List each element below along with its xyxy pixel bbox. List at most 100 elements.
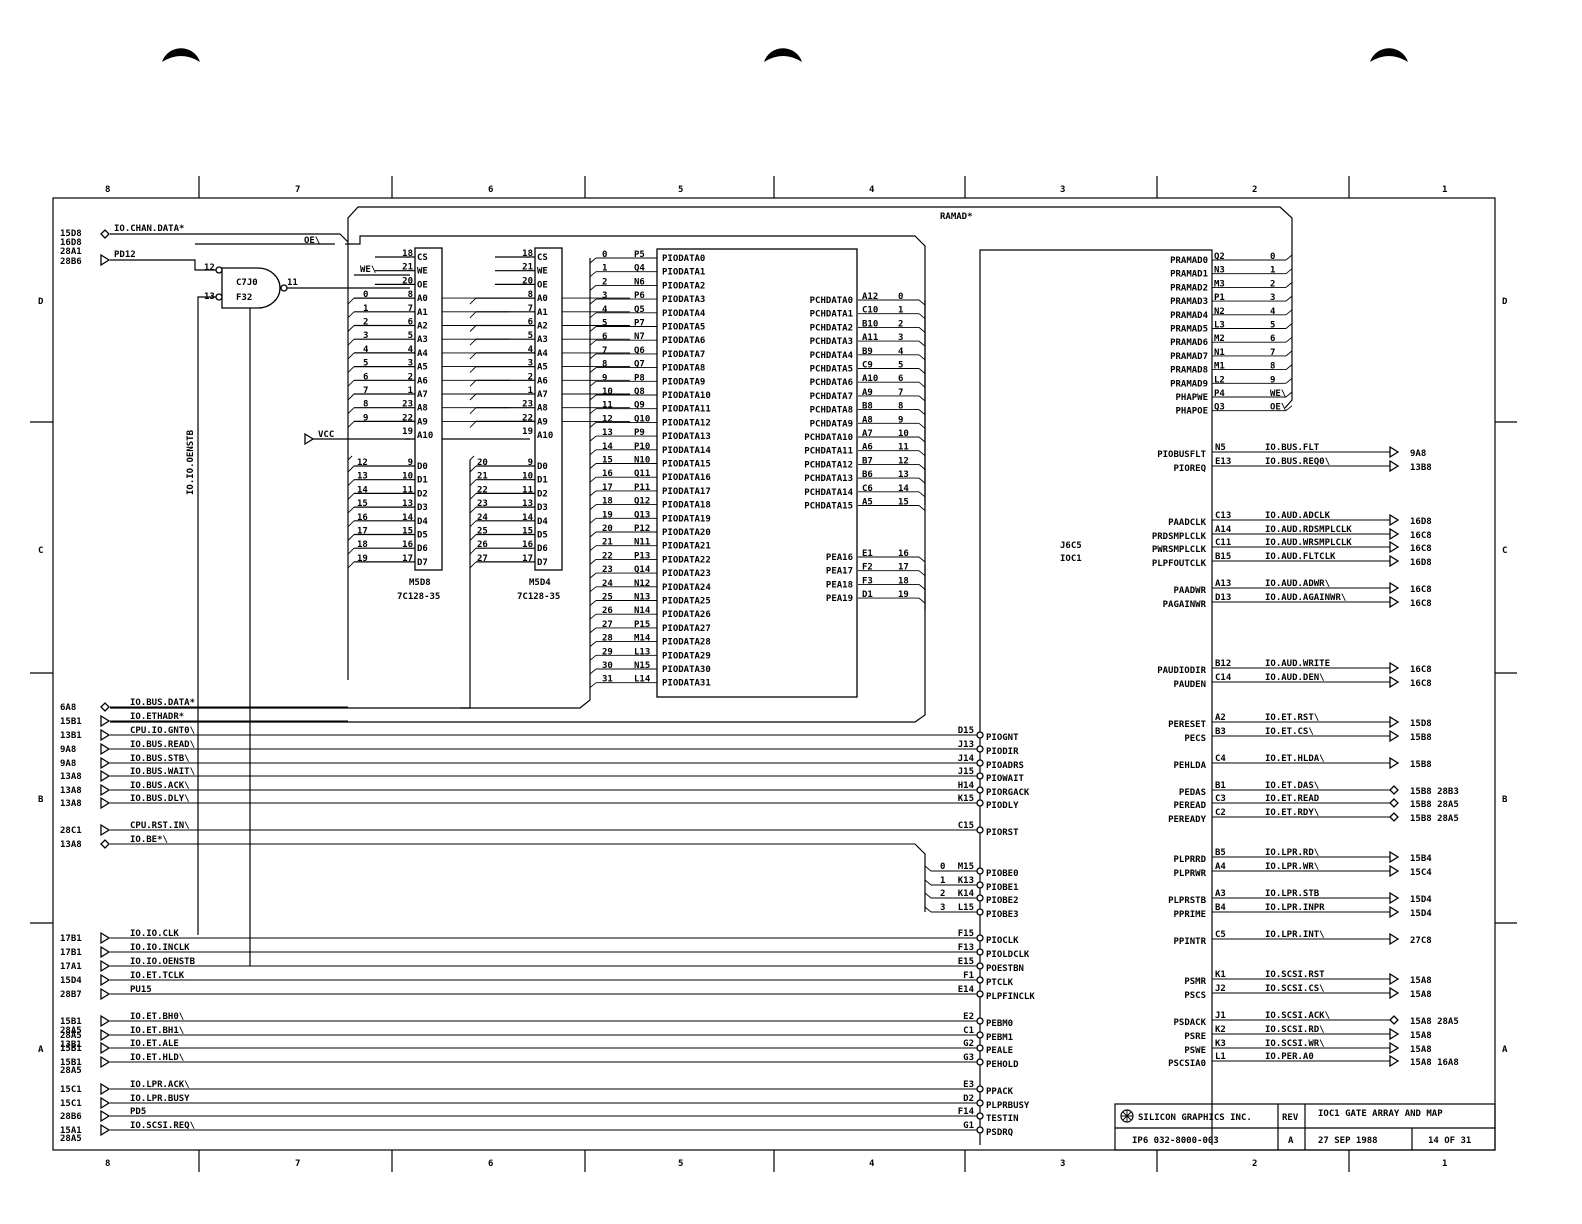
pio-bit: 27 (602, 620, 613, 630)
column-label-7: 7 (295, 1159, 300, 1169)
bidir-port-diamond (100, 839, 110, 849)
gate-pin-a: 12 (204, 263, 215, 273)
pio-bit: 4 (602, 305, 608, 315)
bus-entry (469, 366, 477, 373)
inversion-bubble (976, 1044, 984, 1052)
pramad-bit: 9 (1270, 375, 1275, 385)
net-name: IO.ET.RST\ (1265, 713, 1319, 723)
ram-pin-number: 15 (402, 527, 413, 537)
ram-pin-name: A10 (417, 431, 433, 441)
pchdata-pin: A5 (862, 498, 873, 508)
bus-entry (918, 313, 926, 320)
ioc1-pin: F13 (958, 943, 974, 953)
pramad-name: PRAMAD3 (1170, 297, 1208, 307)
ram-pin-number: 15 (522, 527, 533, 537)
ioc1-pin: K3 (1215, 1039, 1226, 1049)
ioc1-pin: B3 (1215, 727, 1226, 737)
ram-pin-name: D6 (537, 544, 548, 554)
pea-bit: 16 (898, 549, 909, 559)
pio-signal: PIODATA12 (662, 418, 711, 428)
ram-pin-name: CS (537, 253, 548, 263)
offsheet-ref: 15D4 (1410, 909, 1432, 919)
ioc1-port: PEREADY (1168, 815, 1207, 825)
ioc1-pin: N5 (1215, 443, 1226, 453)
pramad-name: PRAMAD9 (1170, 379, 1208, 389)
piobe-port: PIOBE1 (986, 883, 1019, 893)
bus-entry (589, 326, 597, 332)
pramad-bit: 3 (1270, 293, 1275, 303)
pchdata-name: PCHDATA2 (810, 323, 853, 333)
ram-pin-name: A7 (537, 390, 548, 400)
ioc1-pin: F1 (963, 971, 974, 981)
ram-pin-number: 3 (408, 359, 413, 369)
ioc1-port: PERESET (1168, 720, 1207, 730)
inversion-bubble (976, 1017, 984, 1025)
pio-pin: Q9 (634, 401, 645, 411)
ioc1-port: PLPRWR (1173, 869, 1206, 879)
ioc1-pin: E14 (958, 985, 975, 995)
net-name: IO.ET.ALE (130, 1039, 179, 1049)
ioc1-pin: J1 (1215, 1011, 1226, 1021)
pio-signal: PIODATA10 (662, 391, 711, 401)
offsheet-ref: 15B8 28A5 (1410, 800, 1459, 810)
bus-entry (1285, 364, 1293, 370)
net-name: IO.LPR.BUSY (130, 1094, 190, 1104)
offsheet-ref: 16C8 (1410, 544, 1432, 554)
pchdata-pin: B9 (862, 347, 873, 357)
bus-entry (918, 477, 926, 484)
bus-entry (1285, 350, 1293, 357)
ram-bus-bit: 22 (477, 485, 488, 495)
pio-signal: PIODATA4 (662, 309, 706, 319)
drawing-number: IP6 032-8000-003 (1132, 1136, 1219, 1146)
output-port-arrow (1389, 1041, 1400, 1055)
ram-pin-name: A2 (537, 322, 548, 332)
output-port-arrow (1389, 513, 1400, 527)
net-name: IO.SCSI.RD\ (1265, 1025, 1325, 1035)
pchdata-pin: C9 (862, 361, 873, 371)
bidir-port-diamond (100, 702, 110, 712)
ram-pin-number: 21 (522, 263, 533, 273)
bus-entry (589, 476, 597, 483)
offsheet-ref: 15C1 (60, 1085, 82, 1095)
we-net-label: WE\ (360, 265, 376, 275)
ram-bus-bit: 6 (363, 372, 368, 382)
inversion-bubble (976, 934, 984, 942)
column-label-2: 2 (1252, 185, 1257, 195)
ioc1-port: PIOREQ (1173, 464, 1206, 474)
output-port-arrow (1389, 986, 1400, 1000)
offsheet-ref: 15B1 (60, 1044, 82, 1054)
ioc1-port: PSCS (1184, 991, 1206, 1001)
pio-bit: 0 (602, 250, 607, 260)
pio-bit: 1 (602, 264, 607, 274)
output-port-arrow (1389, 756, 1400, 770)
gate-type: F32 (236, 293, 252, 303)
ram-pin-name: A6 (417, 376, 428, 386)
ioc1-port: PAADWR (1173, 586, 1206, 596)
ram-bus-bit: 9 (363, 413, 368, 423)
pramad-pin: Q2 (1214, 252, 1225, 262)
pchdata-bit: 8 (898, 402, 903, 412)
pio-pin: P5 (634, 250, 645, 260)
ram-pin-name: WE (417, 267, 428, 277)
ioc1-port: PLPRRD (1173, 855, 1206, 865)
pramad-bit: 6 (1270, 334, 1275, 344)
bus-entry (589, 408, 597, 415)
offsheet-ref: 15B4 (1410, 854, 1432, 864)
pchdata-name: PCHDATA9 (810, 419, 853, 429)
net-name: IO.AUD.RDSMPLCLK (1265, 525, 1352, 535)
ramad-net-label: RAMAD* (940, 212, 973, 222)
input-port-arrow (100, 823, 111, 837)
net-name: IO.ETHADR* (130, 712, 184, 722)
ioc1-port: PLPFOUTCLK (1152, 559, 1207, 569)
pio-signal: PIODATA30 (662, 665, 711, 675)
pio-pin: N10 (634, 456, 650, 466)
bus-entry (589, 613, 597, 620)
ioc1-port: PEHOLD (986, 1060, 1019, 1070)
ram-pin-name: D2 (417, 489, 428, 499)
inversion-bubble (976, 908, 984, 916)
ram-pin-number: 18 (522, 249, 533, 259)
pio-pin: P13 (634, 551, 650, 561)
pramad-name: PHAPWE (1175, 393, 1208, 403)
pchdata-pin: A10 (862, 374, 878, 384)
